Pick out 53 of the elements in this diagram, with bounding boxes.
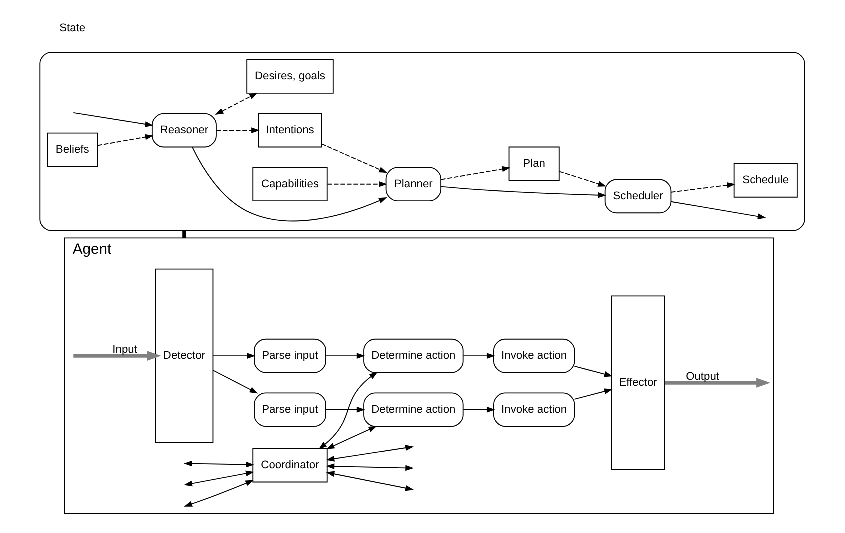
arrow: [463, 353, 496, 359]
node-box: Determine action: [364, 392, 464, 428]
label: State: [60, 22, 86, 34]
cluster: [40, 52, 806, 232]
arrow: [559, 171, 607, 187]
arrow: [73, 112, 154, 128]
arrow: [326, 445, 414, 462]
arrow: [184, 470, 254, 487]
node-box: Parse input: [254, 338, 326, 374]
edge-label: Input: [112, 344, 138, 356]
arrow: [212, 353, 256, 359]
node-box: Schedule: [734, 163, 798, 198]
node-box: Capabilities: [252, 167, 328, 202]
node-box: Invoke action: [494, 338, 576, 374]
arrow: [321, 144, 388, 174]
node-box: Coordinator: [252, 448, 328, 483]
arrow: [326, 426, 378, 450]
arrow: [326, 471, 414, 492]
node-box: Determine action: [364, 338, 464, 374]
node-box: Detector: [155, 268, 214, 444]
arrow: [463, 406, 496, 413]
node-box: Plan: [508, 146, 560, 182]
arrow: [212, 370, 258, 394]
arrow: [670, 201, 766, 220]
arrow: [184, 460, 254, 468]
node-box: Planner: [386, 167, 442, 202]
arrow: [184, 480, 254, 507]
node-box: Desires, goals: [246, 60, 334, 94]
arrow: [574, 366, 613, 378]
connector: [182, 230, 186, 238]
arrow: [440, 166, 511, 180]
arrow: [216, 128, 260, 134]
arrow: [574, 388, 613, 400]
arrow: [327, 181, 388, 188]
node-box: Effector: [611, 296, 666, 470]
arrow: [192, 146, 388, 222]
arrow: [318, 372, 378, 450]
arrow: [326, 353, 366, 359]
arrow: [326, 406, 366, 413]
arrow: [664, 378, 771, 388]
arrow: [215, 92, 258, 116]
edge-label: Output: [686, 370, 720, 383]
node-box: Parse input: [254, 392, 326, 428]
arrow: [440, 186, 607, 198]
node-box: Scheduler: [604, 179, 672, 214]
node-box: Reasoner: [152, 113, 217, 148]
arrow: [670, 182, 736, 193]
node-box: Intentions: [258, 113, 322, 148]
arrow: [74, 351, 162, 361]
node-box: Invoke action: [494, 392, 576, 428]
arrow: [326, 464, 414, 472]
node-box: Beliefs: [47, 132, 98, 168]
arrow: [97, 134, 154, 146]
